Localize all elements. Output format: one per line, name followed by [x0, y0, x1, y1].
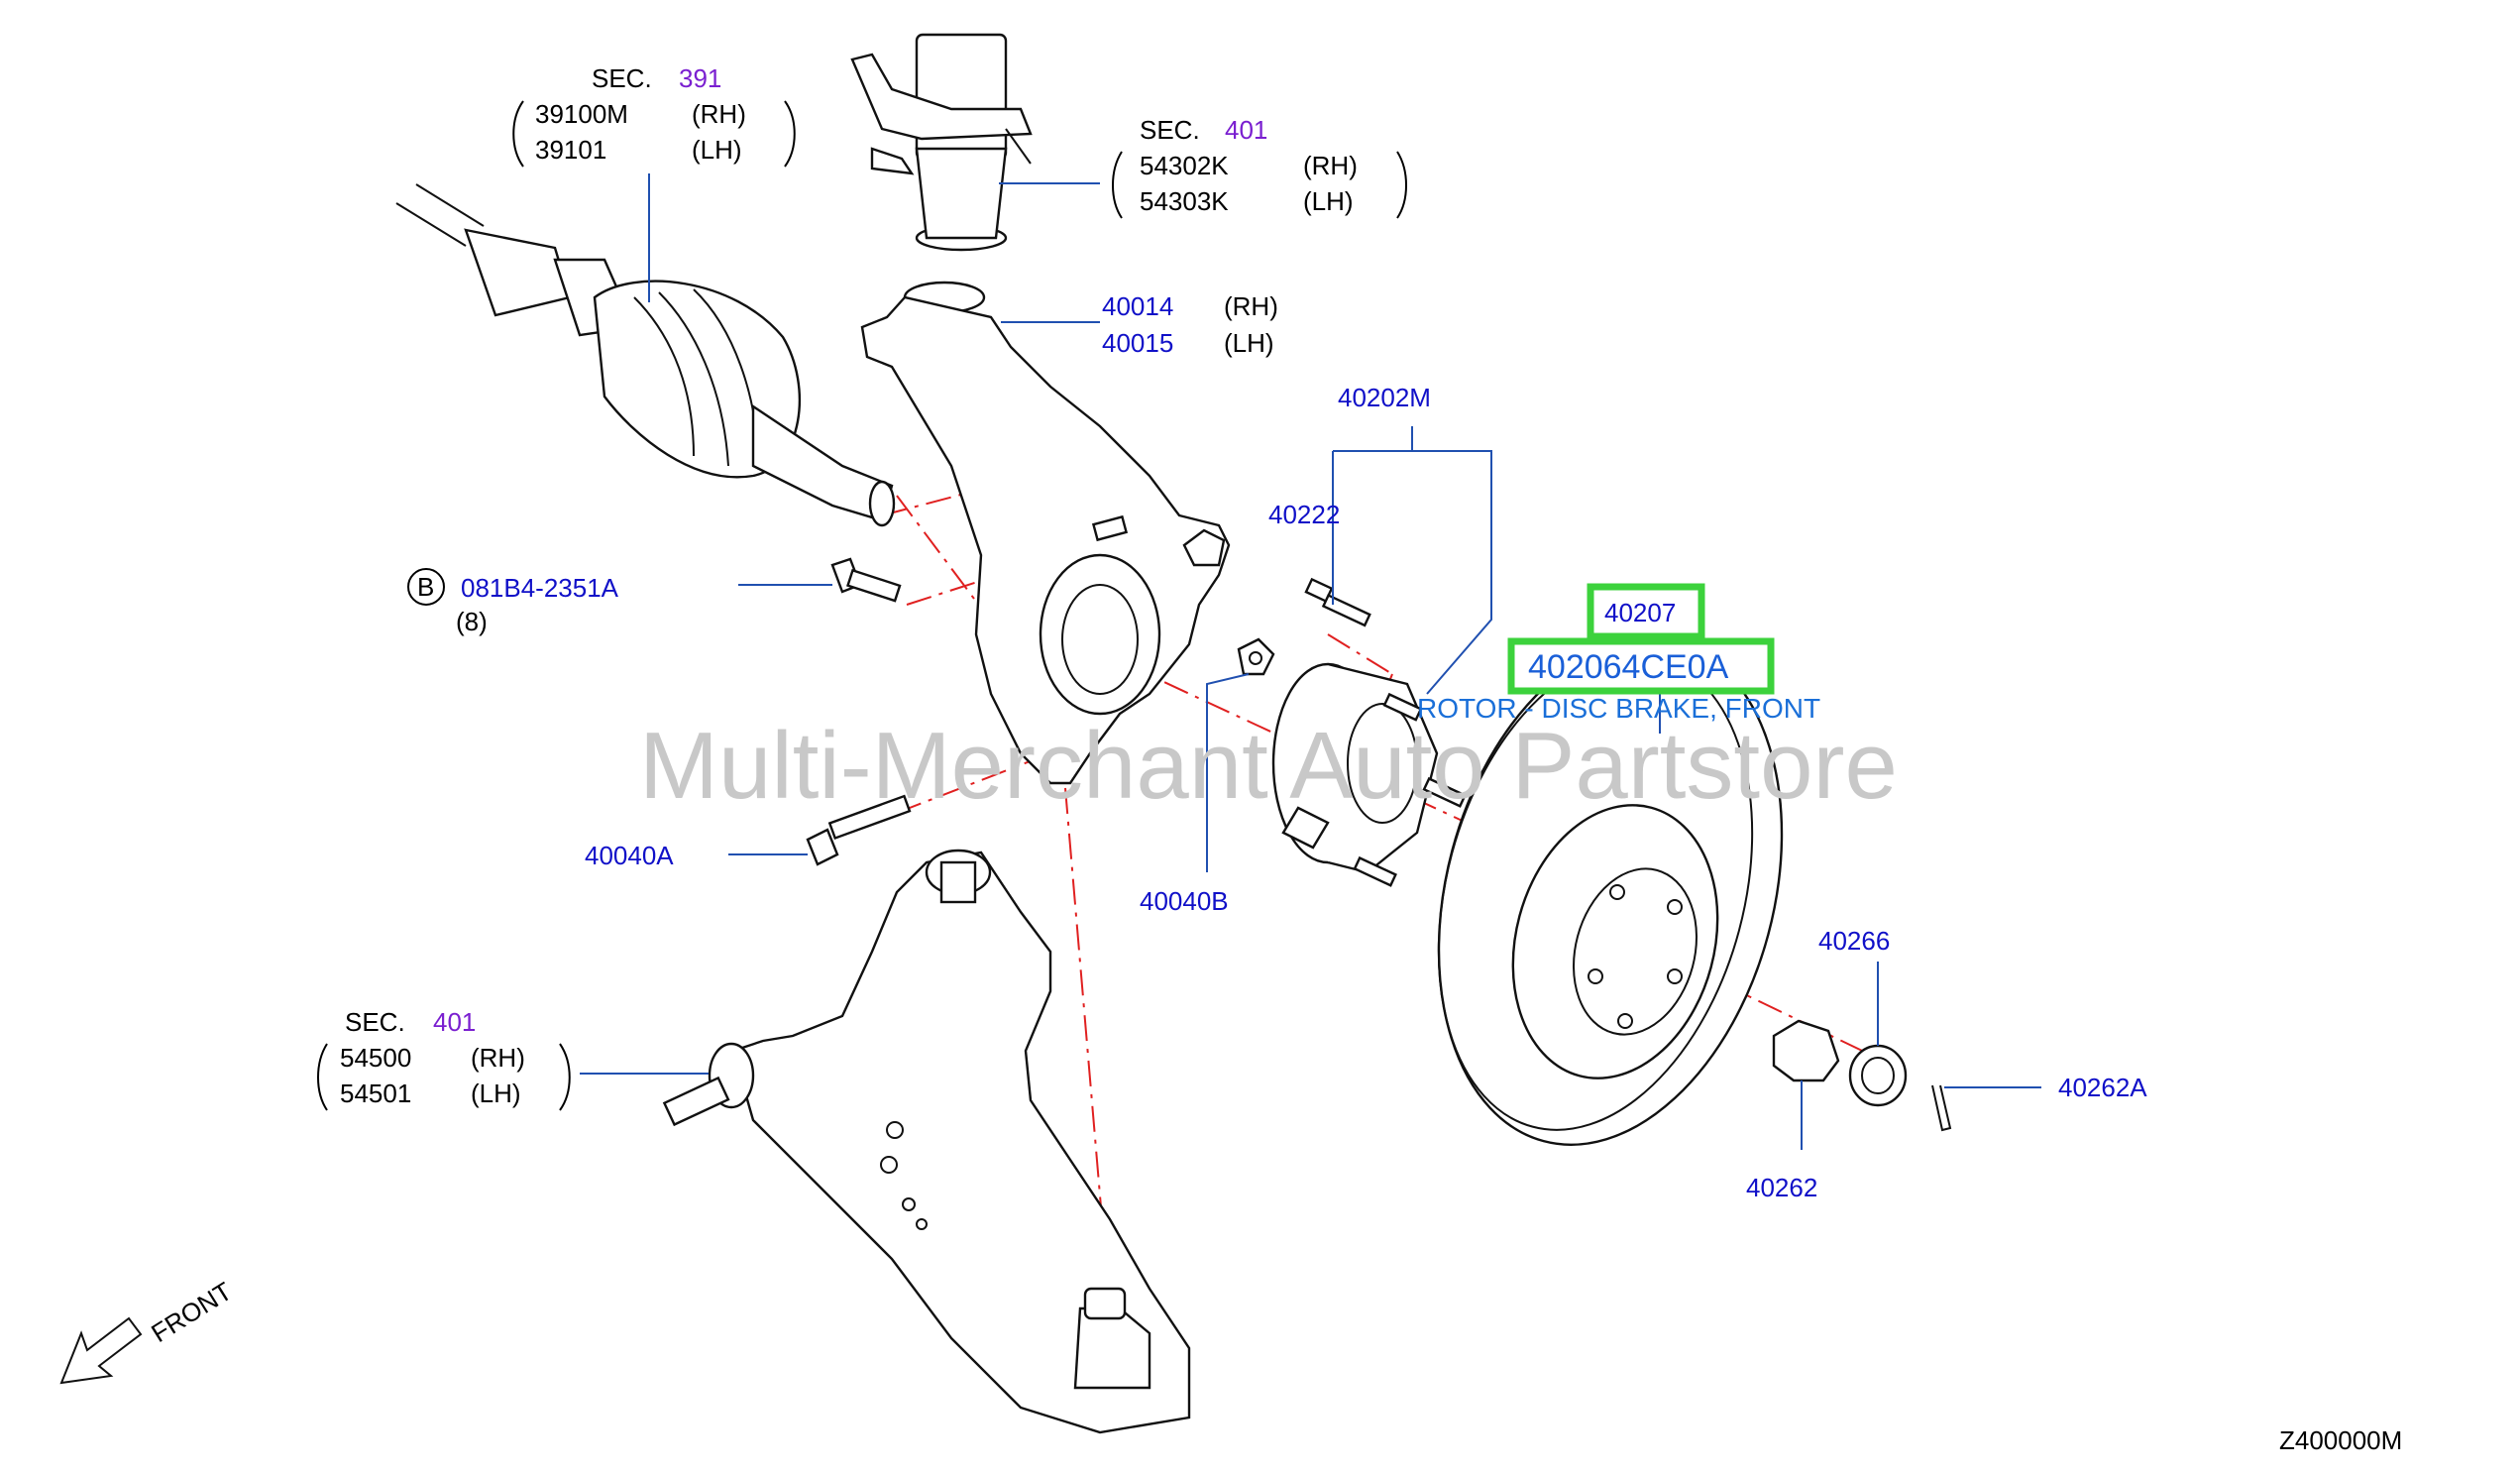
part-number-40262a[interactable]: 40262A — [2058, 1073, 2147, 1102]
part-number-rh[interactable]: 40014 — [1102, 291, 1173, 321]
lock-cap-40266[interactable] — [1848, 1044, 1908, 1107]
leader-lines — [580, 173, 2041, 1150]
sec-label: SEC. — [1140, 115, 1200, 145]
callout-strut[interactable]: SEC. 401 54302K (RH) 54303K (LH) — [1112, 115, 1407, 219]
part-number-40040b[interactable]: 40040B — [1140, 886, 1229, 916]
centerline — [1327, 633, 1393, 675]
sec-number[interactable]: 401 — [433, 1007, 476, 1037]
part-number-40040a[interactable]: 40040A — [585, 841, 674, 870]
callout-rotor[interactable]: 40207 402064CE0A ROTOR - DISC BRAKE, FRO… — [1417, 583, 1820, 724]
bolt-40040a[interactable] — [806, 794, 912, 866]
sec-number[interactable]: 401 — [1225, 115, 1267, 145]
centerline — [896, 752, 1051, 814]
front-arrow-icon — [59, 1316, 143, 1385]
hub-assembly[interactable] — [1271, 662, 1467, 887]
part-number-rh[interactable]: 54302K — [1140, 151, 1229, 180]
quantity: (8) — [456, 607, 488, 636]
bolt-081b4[interactable] — [830, 557, 902, 603]
part-number-40266[interactable]: 40266 — [1818, 926, 1890, 956]
part-number-081b4[interactable]: 081B4-2351A — [461, 573, 619, 603]
part-number-40262[interactable]: 40262 — [1746, 1173, 1817, 1202]
part-number-lh[interactable]: 39101 — [535, 135, 606, 165]
diagram-code: Z400000M — [2279, 1425, 2402, 1455]
part-number-rh[interactable]: 39100M — [535, 99, 628, 129]
lower-control-arm[interactable] — [662, 849, 1191, 1434]
b-marker: B — [417, 572, 434, 602]
part-number-lh[interactable]: 54501 — [340, 1079, 411, 1108]
sec-number[interactable]: 391 — [679, 63, 721, 93]
ref-number-40207[interactable]: 40207 — [1604, 598, 1676, 627]
callout-bolt-b[interactable]: B 081B4-2351A (8) — [407, 568, 619, 636]
side-lh: (LH) — [1224, 328, 1274, 358]
drive-shaft[interactable] — [395, 183, 896, 527]
side-rh: (RH) — [692, 99, 746, 129]
part-number-rh[interactable]: 54500 — [340, 1043, 411, 1073]
highlight-box-part — [1507, 637, 1775, 695]
callout-knuckle[interactable]: 40014 (RH) 40015 (LH) — [1102, 291, 1278, 358]
centerline — [1040, 624, 1468, 824]
part-number-lh[interactable]: 40015 — [1102, 328, 1173, 358]
callout-drive-shaft[interactable]: SEC. 391 39100M (RH) 39101 (LH) — [512, 63, 796, 168]
sec-label: SEC. — [345, 1007, 405, 1037]
sec-label: SEC. — [592, 63, 652, 93]
nut-40040b[interactable] — [1237, 637, 1275, 676]
highlight-box-40207 — [1587, 583, 1705, 640]
strut-bracket[interactable] — [850, 33, 1033, 252]
part-number-40202m[interactable]: 40202M — [1338, 383, 1431, 412]
part-number-lh[interactable]: 54303K — [1140, 186, 1229, 216]
rotor-part-number[interactable]: 402064CE0A — [1528, 648, 1729, 686]
front-label: FRONT — [146, 1276, 237, 1348]
side-rh: (RH) — [471, 1043, 525, 1073]
side-rh: (RH) — [1224, 291, 1278, 321]
side-lh: (LH) — [471, 1079, 521, 1108]
side-rh: (RH) — [1303, 151, 1358, 180]
side-lh: (LH) — [1303, 186, 1354, 216]
cotter-pin-40262a[interactable] — [1931, 1084, 1952, 1132]
steering-knuckle[interactable] — [860, 281, 1231, 785]
side-lh: (LH) — [692, 135, 742, 165]
rotor-description: ROTOR - DISC BRAKE, FRONT — [1417, 693, 1820, 724]
part-number-40222[interactable]: 40222 — [1268, 500, 1340, 529]
hub-bolt-40222[interactable] — [1304, 577, 1371, 627]
b-circle-icon — [407, 568, 445, 606]
hub-nut-40262[interactable] — [1772, 1019, 1840, 1082]
front-indicator: FRONT — [59, 1276, 237, 1385]
callout-lower-arm[interactable]: SEC. 401 54500 (RH) 54501 (LH) — [317, 1007, 571, 1111]
watermark: Multi-Merchant Auto Partstore — [639, 713, 1898, 819]
